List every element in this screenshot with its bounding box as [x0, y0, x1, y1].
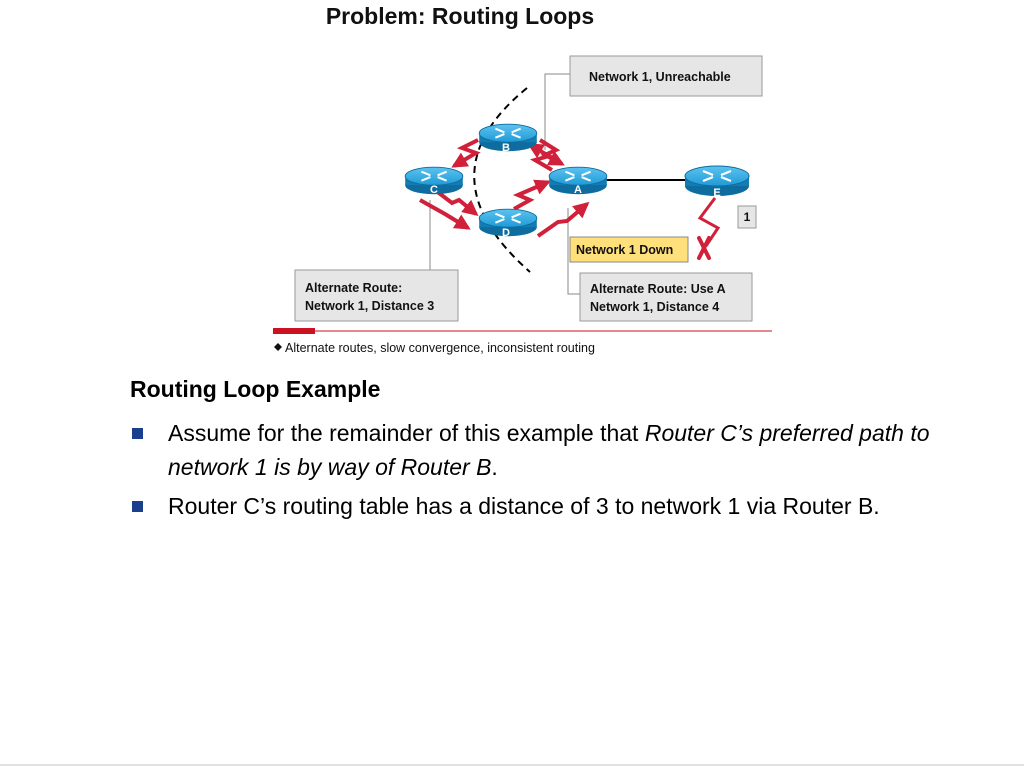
bullet-item-2: Router C’s routing table has a distance … [130, 489, 930, 523]
router-c-label: C [430, 184, 438, 196]
diagram-caption: Alternate routes, slow convergence, inco… [285, 341, 595, 355]
bullet-1-text: Assume for the remainder of this example… [168, 420, 645, 446]
router-e-label: E [713, 187, 720, 199]
caption-diamond-icon [274, 343, 282, 351]
network-1-link [697, 197, 721, 247]
svg-text:Alternate Route:: Alternate Route: [305, 281, 402, 295]
update-arrows [419, 138, 590, 238]
svg-text:Network 1, Unreachable: Network 1, Unreachable [589, 70, 731, 84]
svg-text:Alternate Route: Use A: Alternate Route: Use A [590, 282, 726, 296]
svg-text:Network 1, Distance 4: Network 1, Distance 4 [590, 300, 719, 314]
svg-text:Network 1 Down: Network 1 Down [576, 243, 673, 257]
bullet-list: Assume for the remainder of this example… [130, 416, 930, 528]
router-d-label: D [502, 227, 510, 239]
svg-text:Network 1, Distance 3: Network 1, Distance 3 [305, 299, 434, 313]
bullet-1-period: . [491, 454, 498, 480]
footer-divider [0, 764, 1024, 766]
router-b-label: B [502, 142, 510, 154]
bullet-item-1: Assume for the remainder of this example… [130, 416, 930, 484]
routing-loop-diagram: Problem: Routing Loops B C A D E Network… [273, 3, 772, 355]
square-bullet-icon [132, 501, 143, 512]
router-a-label: A [574, 184, 582, 196]
link-failure-x-icon [697, 236, 711, 260]
callout-alternate-route-d: Alternate Route: Use A Network 1, Distan… [579, 272, 753, 322]
content-heading: Routing Loop Example [130, 376, 381, 402]
callout-network-unreachable: Network 1, Unreachable [569, 55, 763, 97]
callout-alternate-route-c: Alternate Route: Network 1, Distance 3 [294, 269, 459, 322]
bullet-1-italic-text: Router C’s preferred path to network 1 i… [168, 420, 930, 480]
callout-network-id: 1 [737, 205, 757, 229]
bullet-2-text: Router C’s routing table has a distance … [168, 493, 880, 519]
slide-title: Problem: Routing Loops [326, 3, 594, 29]
split-boundary-arc [473, 87, 531, 273]
square-bullet-icon [132, 428, 143, 439]
callout-network-down: Network 1 Down [569, 236, 689, 263]
svg-text:1: 1 [744, 210, 751, 224]
